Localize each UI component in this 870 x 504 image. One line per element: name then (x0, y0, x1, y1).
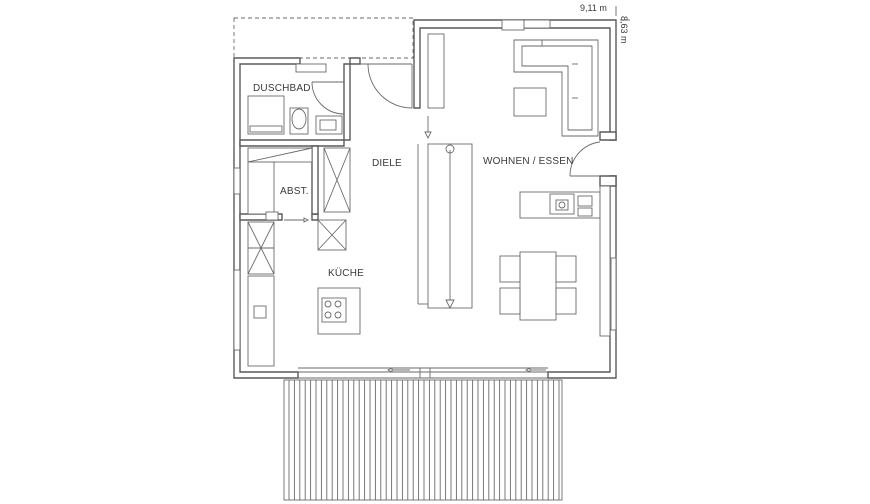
dimension-marks (615, 6, 630, 21)
kitchen-fixtures (247, 275, 361, 367)
room-label-abstell: ABST. (280, 186, 309, 197)
room-label-wohnen-essen: WOHNEN / ESSEN (483, 156, 574, 167)
storage-shelving (247, 147, 313, 223)
terrace-planks (283, 379, 563, 501)
width-dimension-label: 9,11 m (580, 3, 607, 13)
depth-dimension-label: 8,63 m (619, 16, 629, 44)
wardrobe-cabinets (247, 147, 351, 275)
terrace-frame (283, 379, 563, 501)
doors (311, 63, 601, 177)
outer-walls (233, 19, 617, 379)
dashed-outline (233, 17, 414, 59)
sliding-door-arrows (386, 367, 546, 373)
room-label-duschbad: DUSCHBAD (253, 83, 311, 94)
windows-left (233, 19, 617, 351)
staircase (417, 116, 473, 310)
room-label-diele: DIELE (372, 158, 402, 169)
room-label-kueche: KÜCHE (328, 267, 364, 279)
bathroom-fixtures (247, 63, 343, 135)
living-furniture (499, 19, 611, 337)
